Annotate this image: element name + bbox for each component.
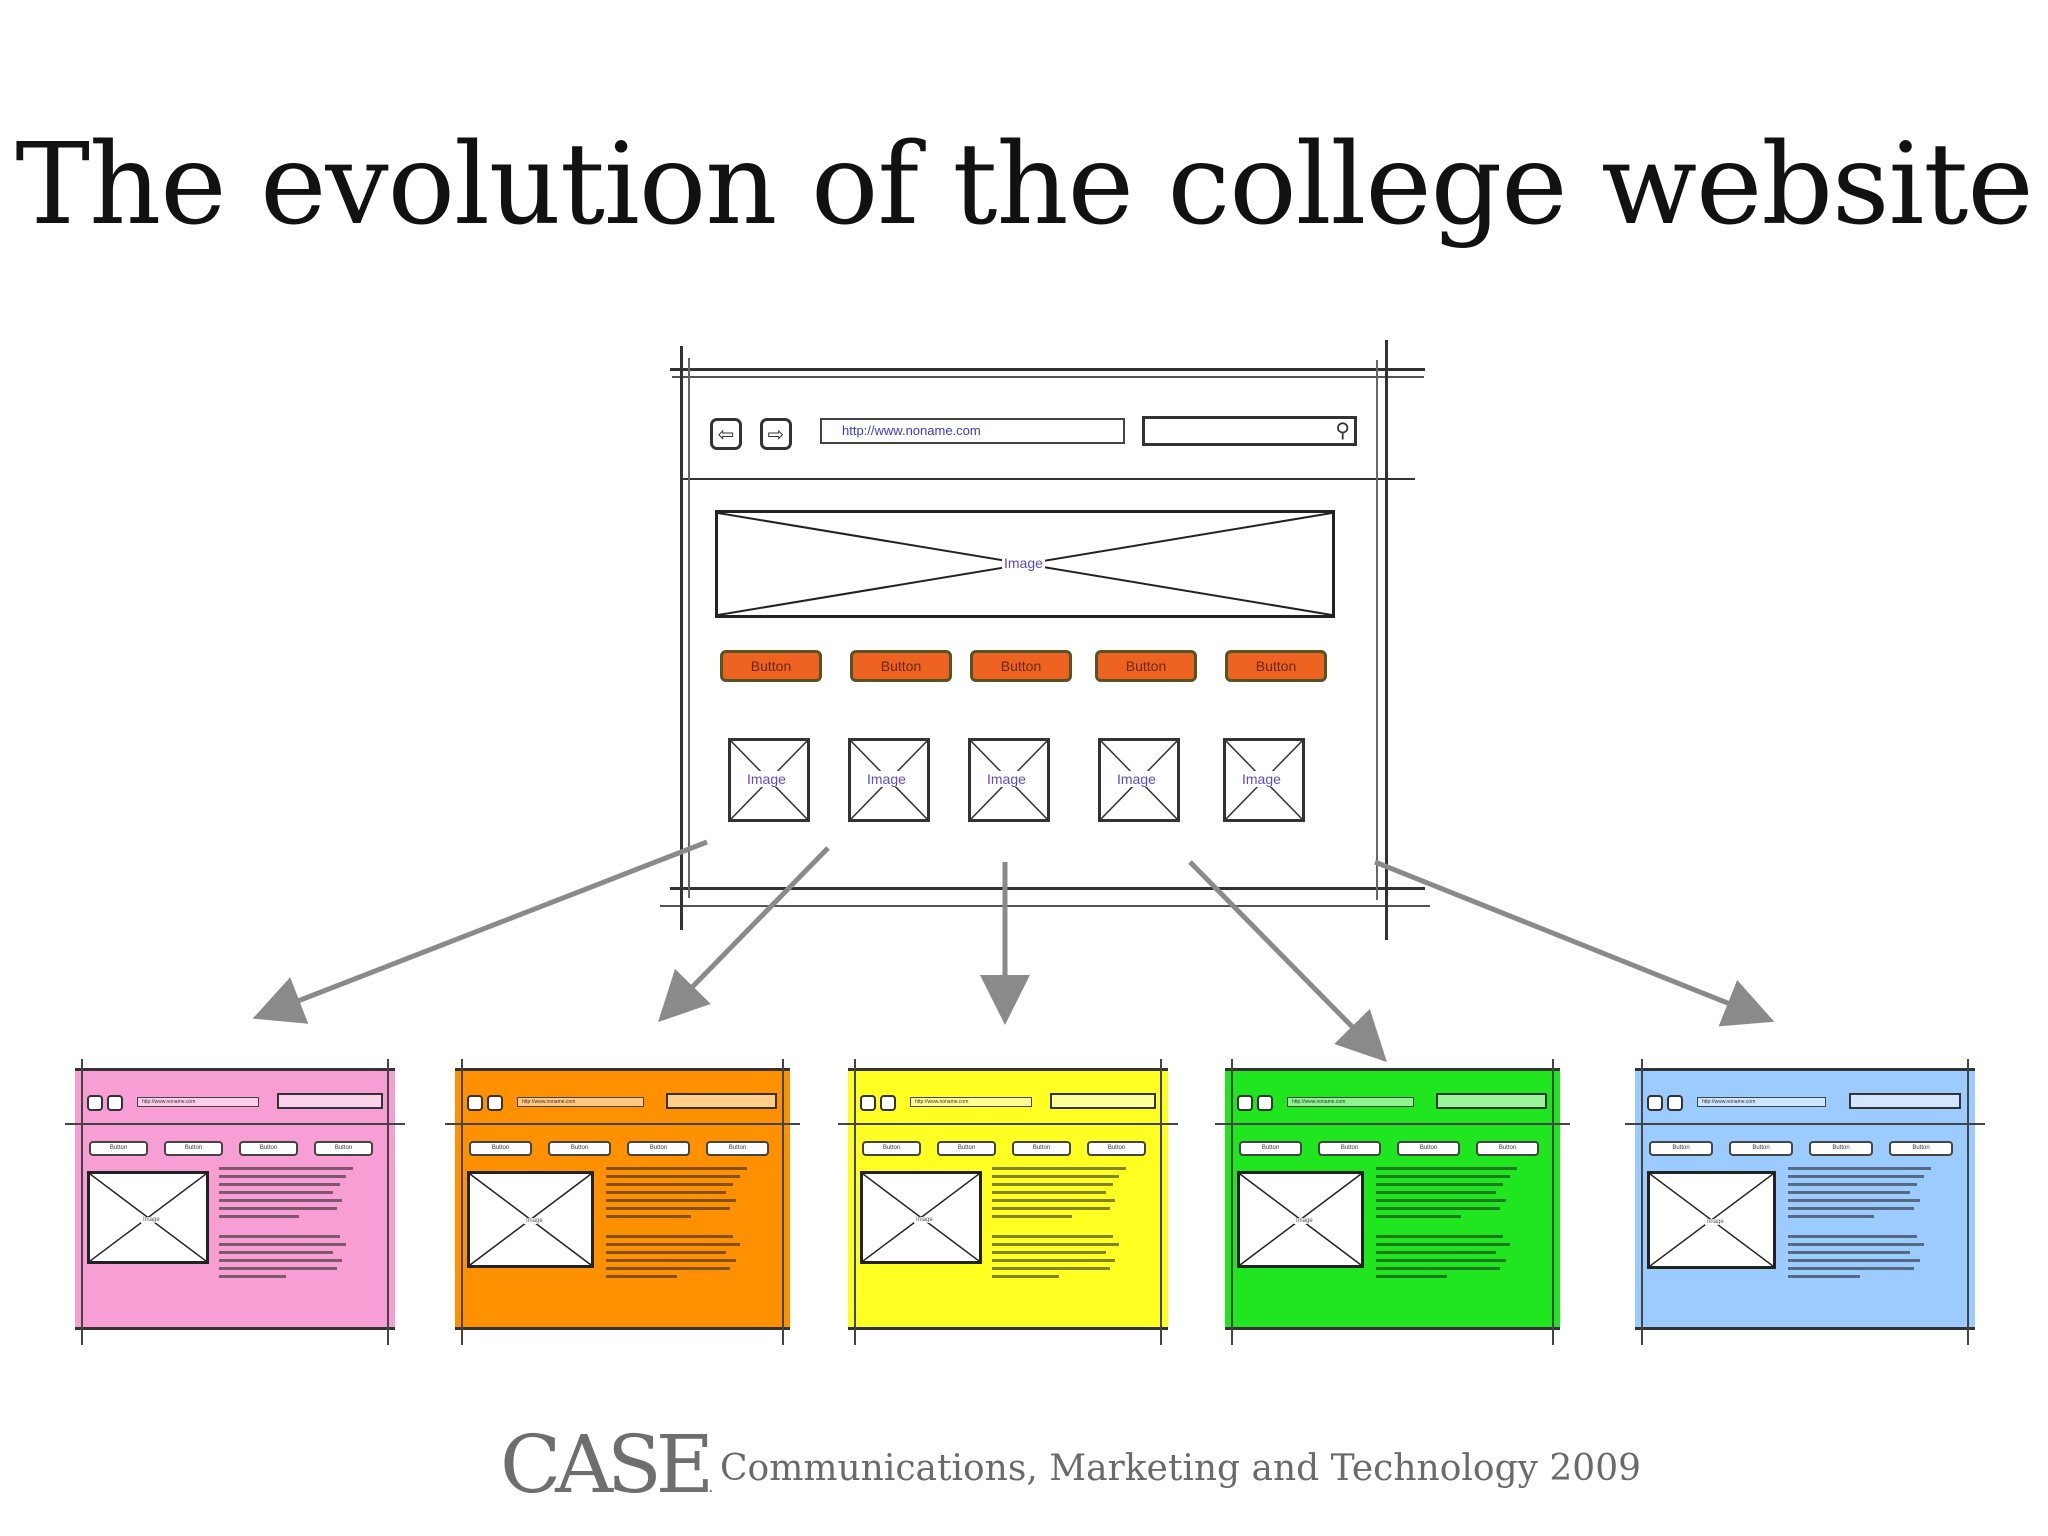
variant-button: Button [862, 1141, 921, 1156]
back-arrow-icon: ⇦ [710, 418, 742, 450]
variant-button: Button [1012, 1141, 1071, 1156]
address-bar: http://www.noname.com [1697, 1097, 1826, 1107]
variant-body-text [1376, 1167, 1517, 1283]
variant-image-placeholder: Image [1647, 1171, 1776, 1269]
thumbnail-label: Image [865, 771, 908, 787]
variant-button: Button [627, 1141, 690, 1156]
magnifier-icon: ⚲ [1335, 420, 1350, 442]
variant-button: Button [548, 1141, 611, 1156]
variant-button: Button [937, 1141, 996, 1156]
thumbnail-label: Image [745, 771, 788, 787]
variant-button: Button [1087, 1141, 1146, 1156]
variant-button: Button [1809, 1141, 1873, 1156]
variant-image-placeholder: Image [860, 1171, 982, 1264]
thumbnail-image-1: Image [728, 738, 810, 822]
back-arrow-icon [467, 1095, 483, 1111]
variant-button: Button [1397, 1141, 1460, 1156]
address-bar: http://www.noname.com [910, 1097, 1032, 1107]
thumbnail-label: Image [985, 771, 1028, 787]
forward-arrow-icon [1257, 1095, 1273, 1111]
hero-image-placeholder: Image [715, 510, 1335, 618]
nav-button-4: Button [1095, 650, 1197, 682]
thumbnail-label: Image [1115, 771, 1158, 787]
variant-body-text [1788, 1167, 1931, 1283]
forward-arrow-icon [107, 1095, 123, 1111]
variant-image-label: Image [914, 1217, 935, 1223]
back-arrow-icon [1237, 1095, 1253, 1111]
variant-image-label: Image [524, 1218, 545, 1224]
nav-button-2: Button [850, 650, 952, 682]
search-box: ⚲ [1142, 416, 1357, 446]
arrow-to-blue [1374, 859, 1775, 1027]
nav-button-5: Button [1225, 650, 1327, 682]
variant-button: Button [706, 1141, 769, 1156]
thumbnail-image-5: Image [1223, 738, 1305, 822]
search-box [666, 1093, 777, 1109]
variant-button: Button [1239, 1141, 1302, 1156]
main-browser-wireframe: ⇦ ⇨ http://www.noname.com ⚲ Image Button… [660, 340, 1430, 940]
address-bar: http://www.noname.com [1287, 1097, 1414, 1107]
address-bar: http://www.noname.com [820, 418, 1125, 444]
forward-arrow-icon [880, 1095, 896, 1111]
forward-arrow-icon [1667, 1095, 1683, 1111]
variant-body-text [606, 1167, 747, 1283]
variant-button: Button [1649, 1141, 1713, 1156]
variant-button: Button [1729, 1141, 1793, 1156]
variant-body-text [219, 1167, 353, 1283]
arrow-to-orange [658, 846, 830, 1023]
thumbnail-label: Image [1240, 771, 1283, 787]
back-arrow-icon [1647, 1095, 1663, 1111]
thumbnail-image-3: Image [968, 738, 1050, 822]
footer-tagline: Communications, Marketing and Technology… [720, 1448, 1642, 1489]
variant-button: Button [89, 1141, 148, 1156]
variant-button: Button [314, 1141, 373, 1156]
address-bar: http://www.noname.com [137, 1097, 259, 1107]
variant-image-label: Image [1294, 1218, 1315, 1224]
variant-image-label: Image [141, 1217, 162, 1223]
variant-image-placeholder: Image [467, 1171, 594, 1268]
thumbnail-image-4: Image [1098, 738, 1180, 822]
variant-image-placeholder: Image [87, 1171, 209, 1264]
arrow-to-green [1188, 860, 1388, 1063]
forward-arrow-icon [487, 1095, 503, 1111]
search-box [1050, 1093, 1156, 1109]
address-bar: http://www.noname.com [517, 1097, 644, 1107]
arrow-to-pink [252, 839, 708, 1024]
variant-button: Button [1476, 1141, 1539, 1156]
variant-body-text [992, 1167, 1126, 1283]
search-box [1849, 1093, 1961, 1109]
variant-button: Button [239, 1141, 298, 1156]
nav-button-3: Button [970, 650, 1072, 682]
slide-title: The evolution of the college website [15, 120, 2033, 250]
case-logo: CASE. [500, 1418, 714, 1511]
nav-button-1: Button [720, 650, 822, 682]
hero-image-label: Image [1002, 555, 1045, 571]
variant-button: Button [1318, 1141, 1381, 1156]
variant-image-label: Image [1705, 1219, 1726, 1225]
variant-button: Button [469, 1141, 532, 1156]
variant-button: Button [164, 1141, 223, 1156]
back-arrow-icon [87, 1095, 103, 1111]
thumbnail-image-2: Image [848, 738, 930, 822]
back-arrow-icon [860, 1095, 876, 1111]
search-box [277, 1093, 383, 1109]
variant-button: Button [1889, 1141, 1953, 1156]
variant-image-placeholder: Image [1237, 1171, 1364, 1268]
forward-arrow-icon: ⇨ [760, 418, 792, 450]
search-box [1436, 1093, 1547, 1109]
